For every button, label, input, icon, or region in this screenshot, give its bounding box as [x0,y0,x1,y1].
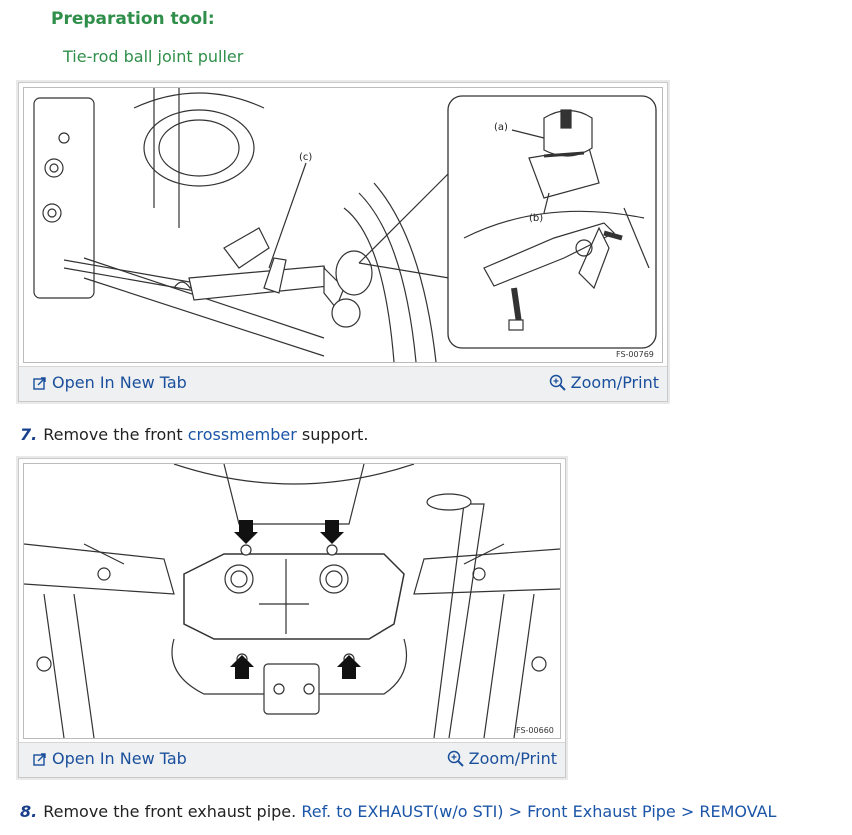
figure-action-bar: Open In New Tab Zoom/Print [19,742,565,777]
open-in-new-tab-button[interactable]: Open In New Tab [33,373,187,392]
zoom-print-button[interactable]: Zoom/Print [549,373,659,392]
figure-code: FS-00660 [516,726,554,735]
zoom-magnifier-icon [447,750,464,767]
bolt-arrows [230,520,361,679]
figure-code: FS-00769 [616,350,654,359]
zoom-print-label: Zoom/Print [468,749,557,768]
figure-image[interactable]: FS-00660 [23,463,561,739]
zoom-print-label: Zoom/Print [570,373,659,392]
open-in-new-tab-icon [33,376,46,390]
crossmember-link[interactable]: crossmember [187,425,297,444]
step-number: 7. [20,425,38,444]
zoom-print-button[interactable]: Zoom/Print [447,749,557,768]
tool-name: Tie-rod ball joint puller [63,47,244,66]
step-text: Remove the front exhaust pipe. [43,802,297,821]
callout-a: (a) [494,122,508,133]
figure-tie-rod-puller: (c) (a) [18,82,668,402]
step-7: 7. Remove the front crossmember support. [20,425,368,444]
step-8: 8. Remove the front exhaust pipe. Ref. to… [20,802,776,821]
figure-action-bar: Open In New Tab Zoom/Print [19,366,667,401]
crossmember-illustration: FS-00660 [24,464,560,738]
figure-crossmember-support: FS-00660 Open In New Tab Zoom/Print [18,458,566,778]
step-text-after: support. [296,425,369,444]
open-in-new-tab-label: Open In New Tab [52,373,187,392]
open-in-new-tab-label: Open In New Tab [52,749,187,768]
callout-c: (c) [299,152,312,163]
figure-image[interactable]: (c) (a) [23,87,663,363]
callout-b: (b) [529,213,543,224]
preparation-tool-heading: Preparation tool: [51,9,215,29]
step-number: 8. [20,802,38,821]
open-in-new-tab-icon [33,752,46,766]
exhaust-removal-ref-link[interactable]: Ref. to EXHAUST(w/o STI) > Front Exhaust… [301,802,777,821]
open-in-new-tab-button[interactable]: Open In New Tab [33,749,187,768]
step-text-before: Remove the front [43,425,188,444]
tie-rod-illustration: (c) (a) [33,88,657,362]
zoom-magnifier-icon [549,374,566,391]
